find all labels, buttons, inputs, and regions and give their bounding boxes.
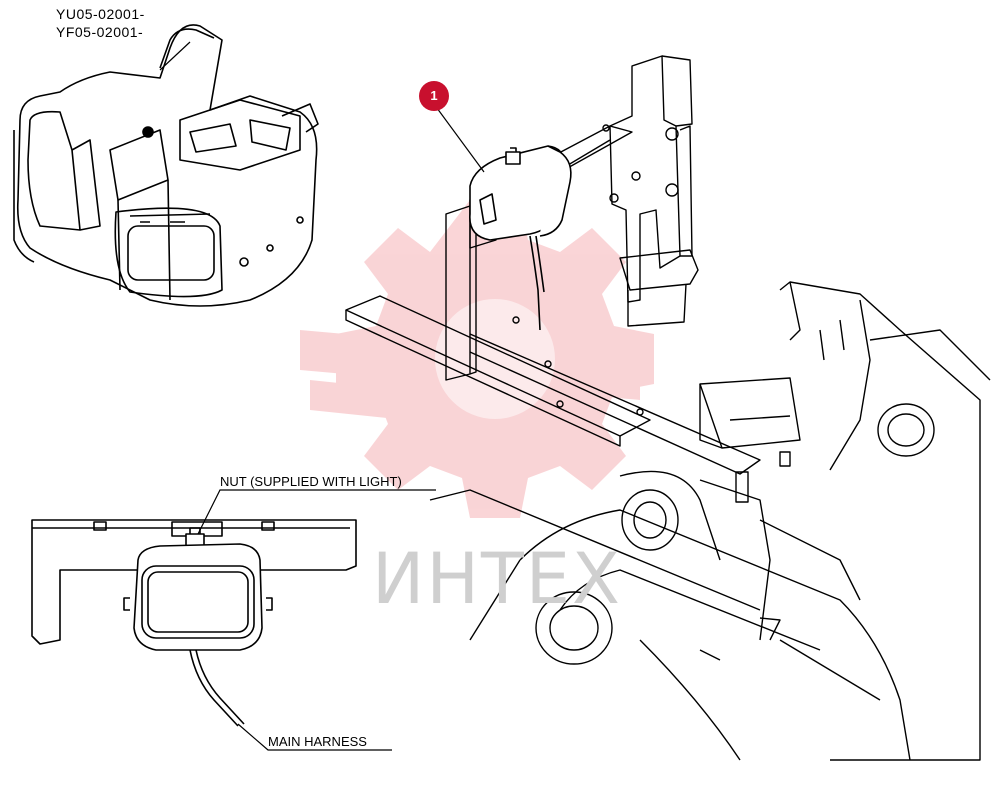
serial-number-2: YF05-02001-	[56, 24, 144, 40]
harness-leader-line	[237, 723, 392, 751]
work-light-mounted	[469, 145, 572, 331]
callout-badge[interactable]	[419, 81, 449, 111]
watermark-gear-hole	[435, 299, 555, 419]
nut-leader-line	[197, 489, 436, 535]
callout-number: 1	[430, 88, 438, 103]
detail-view-drawing	[31, 519, 357, 727]
serial-leader-line	[159, 41, 191, 71]
machine-overview-drawing	[13, 24, 319, 307]
serial-number-1: YU05-02001-	[56, 6, 145, 22]
nut-label: NUT (SUPPLIED WITH LIGHT)	[220, 474, 402, 489]
callout-leader-line	[433, 103, 485, 173]
main-harness-label: MAIN HARNESS	[268, 734, 367, 749]
frame-bracket-drawing	[345, 55, 991, 761]
watermark-text: ИНТЕХ	[372, 538, 622, 620]
